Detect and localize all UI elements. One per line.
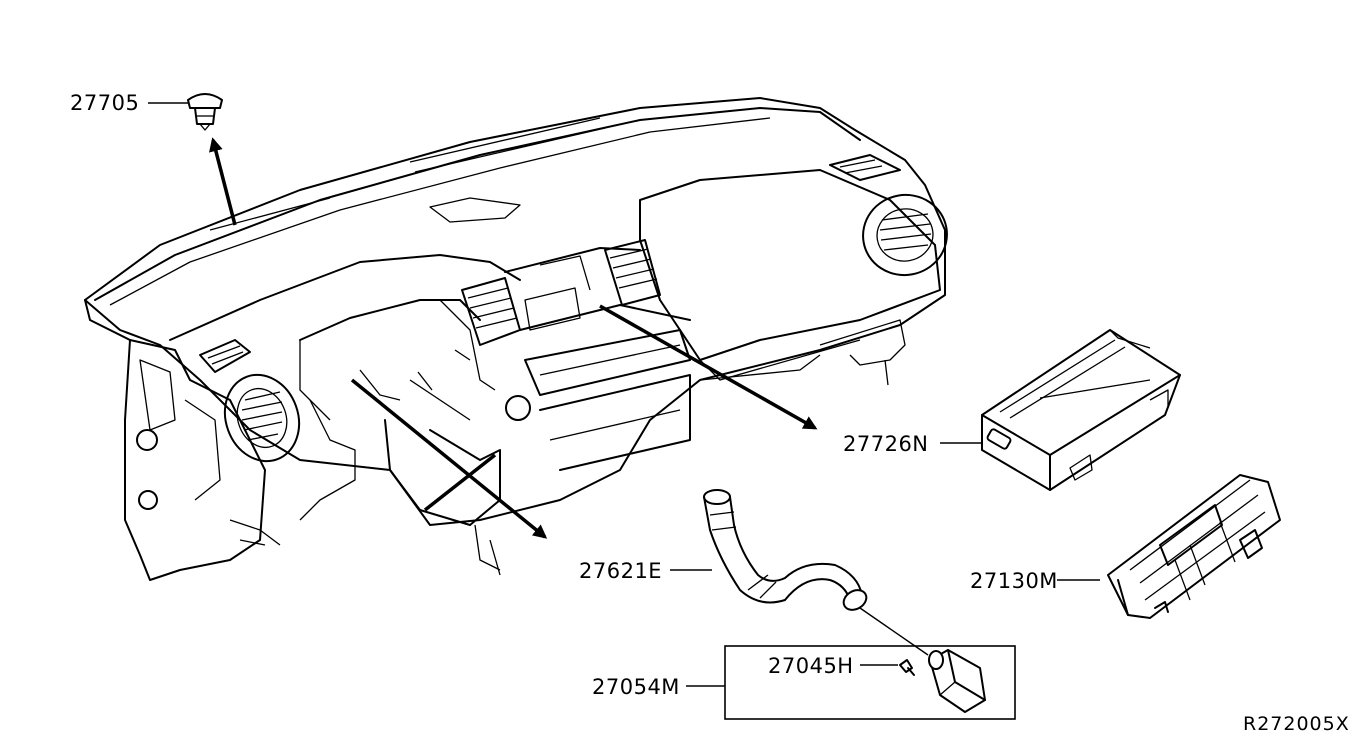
diagram-reference-code: R272005X bbox=[1243, 713, 1350, 735]
callout-27705: 27705 bbox=[70, 91, 139, 115]
aspirator-hose-part bbox=[703, 489, 929, 656]
callout-27054m: 27054M bbox=[592, 675, 680, 699]
arrow-27726n bbox=[599, 304, 818, 430]
callout-27045h: 27045H bbox=[768, 654, 854, 678]
right-vent bbox=[862, 193, 948, 277]
callout-27130m: 27130M bbox=[970, 569, 1058, 593]
sensor-part bbox=[928, 649, 986, 713]
left-vent bbox=[223, 373, 301, 463]
control-module-part bbox=[981, 329, 1181, 491]
left-end-bracket bbox=[84, 299, 281, 581]
screw-part bbox=[899, 659, 915, 676]
arrow-lower-mid bbox=[423, 453, 497, 512]
callout-27726n: 27726N bbox=[843, 432, 929, 456]
sensor-kit-box bbox=[724, 645, 1016, 720]
instrument-panel bbox=[84, 97, 948, 581]
arrow-27130m-left bbox=[350, 378, 548, 539]
callout-27621e: 27621E bbox=[579, 559, 662, 583]
clip-part bbox=[187, 93, 223, 131]
arrow-27705 bbox=[209, 137, 237, 226]
ac-control-part bbox=[1107, 474, 1281, 619]
